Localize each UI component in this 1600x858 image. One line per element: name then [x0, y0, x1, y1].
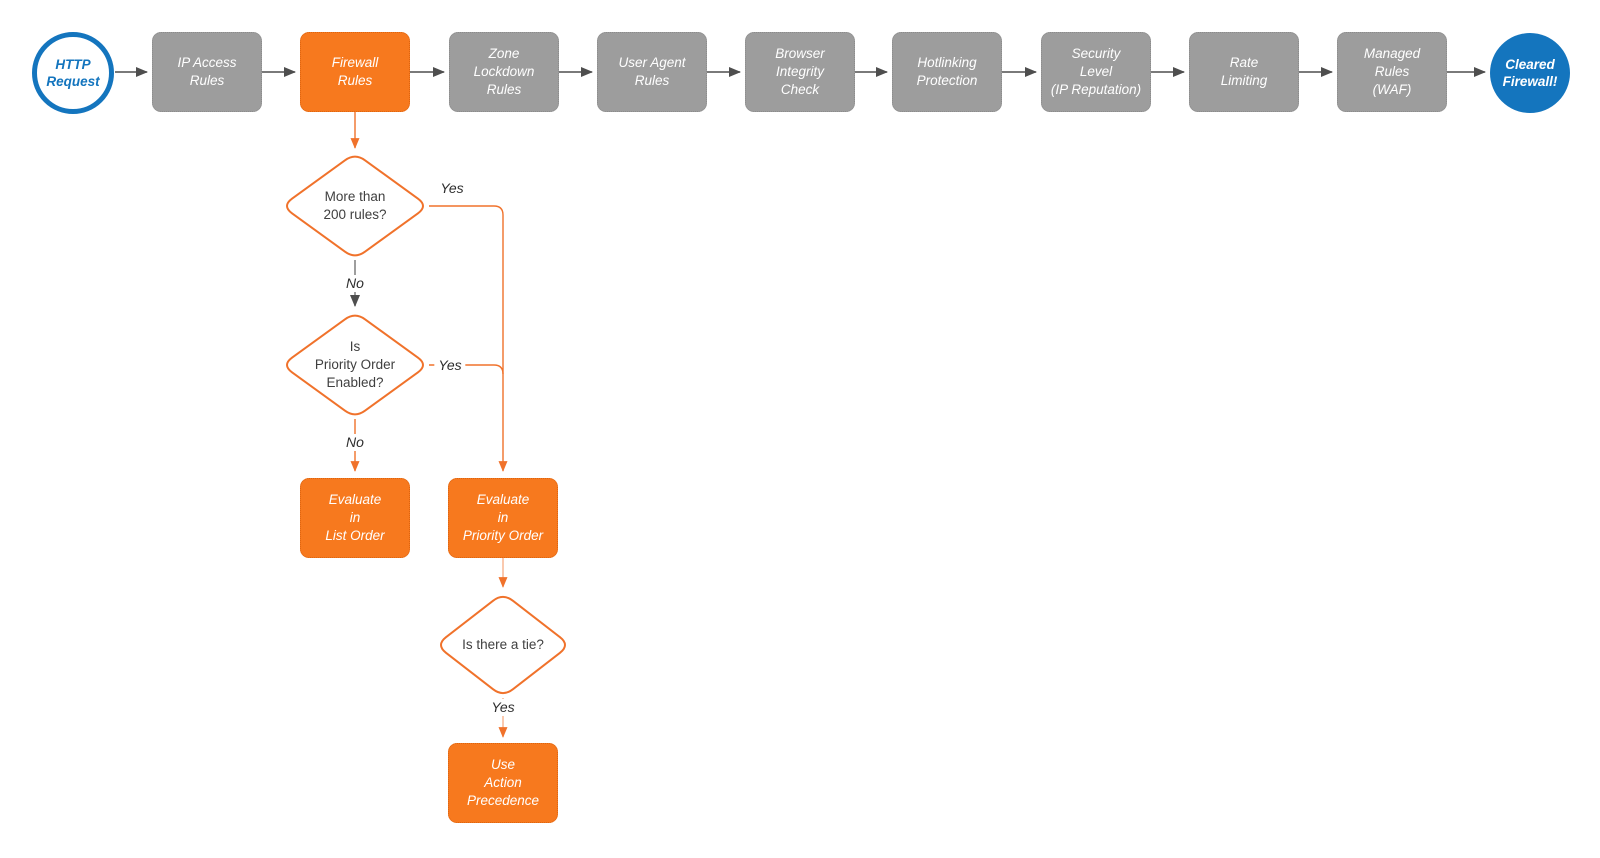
edge-label-priority-enabled-no: No: [342, 434, 368, 451]
stage-rate-limiting: Rate Limiting: [1189, 32, 1299, 112]
decision-diamond-more-than-200-rules: [286, 155, 424, 257]
edge-label-more-than-200-no: No: [342, 275, 368, 292]
decision-diamond-is-there-a-tie: [440, 595, 566, 695]
stage-ip-access-rules: IP Access Rules: [152, 32, 262, 112]
decision-label-priority-order-enabled: Is Priority Order Enabled?: [314, 339, 396, 390]
edge-label-tie-yes: Yes: [487, 699, 519, 716]
edge-label-more-than-200-yes: Yes: [440, 180, 464, 196]
stage-security-level-ip-reputation: Security Level (IP Reputation): [1041, 32, 1151, 112]
stage-zone-lockdown-rules: Zone Lockdown Rules: [449, 32, 559, 112]
stage-hotlinking-protection: Hotlinking Protection: [892, 32, 1002, 112]
edge-200rules-yes-to-priority-order-box: [429, 205, 508, 472]
edge-priority-enabled-yes-join: [429, 364, 504, 375]
decision-diamond-priority-order-enabled: [286, 314, 424, 416]
action-evaluate-in-list-order: Evaluate in List Order: [300, 478, 410, 558]
edge-label-priority-enabled-yes: Yes: [434, 357, 466, 374]
stage-firewall-rules: Firewall Rules: [300, 32, 410, 112]
stage-managed-rules-waf: Managed Rules (WAF): [1337, 32, 1447, 112]
start-node-http-request: HTTP Request: [32, 32, 114, 114]
decision-label-more-than-200-rules: More than 200 rules?: [323, 189, 387, 222]
action-use-action-precedence: Use Action Precedence: [448, 743, 558, 823]
stage-user-agent-rules: User Agent Rules: [597, 32, 707, 112]
end-node-cleared-firewall: Cleared Firewall!: [1490, 33, 1570, 113]
decision-label-is-there-a-tie: Is there a tie?: [462, 637, 544, 652]
stage-browser-integrity-check: Browser Integrity Check: [745, 32, 855, 112]
action-evaluate-in-priority-order: Evaluate in Priority Order: [448, 478, 558, 558]
